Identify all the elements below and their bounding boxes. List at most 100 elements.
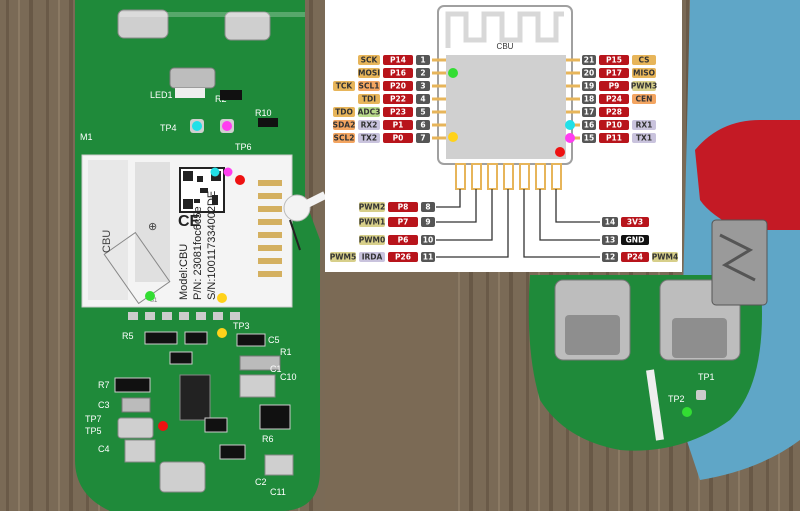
bottom-pin-tabs bbox=[455, 163, 562, 190]
diagram-marker-green bbox=[448, 68, 458, 78]
silk-r10: R10 bbox=[255, 108, 272, 118]
pin-name-box bbox=[383, 94, 413, 104]
diagram-marker-red bbox=[555, 147, 565, 157]
pin-name-box bbox=[383, 107, 413, 117]
pin-number: 20 bbox=[584, 69, 594, 78]
pin-alt-box bbox=[632, 94, 656, 104]
pin-number-box bbox=[416, 55, 430, 65]
pin-alt: SCL2 bbox=[334, 134, 355, 143]
pin-alt: TDO bbox=[335, 108, 353, 117]
pin-number: 4 bbox=[420, 95, 425, 104]
pin-number: 1 bbox=[420, 56, 425, 65]
pin-number: 15 bbox=[584, 134, 594, 143]
pin-number: 18 bbox=[584, 95, 594, 104]
pin-number-box bbox=[582, 55, 596, 65]
pin-alt: MOSI bbox=[358, 69, 380, 78]
pin-name: P8 bbox=[398, 203, 409, 212]
pin-number-box bbox=[421, 217, 435, 227]
pin-alt: PWM4 bbox=[652, 253, 678, 262]
marker-red bbox=[235, 175, 245, 185]
resistor-r2 bbox=[220, 90, 242, 100]
diagram-title: CBU bbox=[497, 42, 514, 51]
pin-alt: PWM2 bbox=[359, 203, 385, 212]
pin-name-box bbox=[383, 55, 413, 65]
pin-alt: PWM5 bbox=[330, 253, 356, 262]
pin-alt: ADC3 bbox=[358, 108, 381, 117]
marker-cyan bbox=[210, 167, 220, 177]
pin-number: 9 bbox=[425, 218, 430, 227]
silk-r6: R6 bbox=[262, 434, 274, 444]
pin-number-box bbox=[416, 81, 430, 91]
pin-name-box bbox=[383, 120, 413, 130]
pin-name: P23 bbox=[390, 108, 406, 117]
pin-number: 19 bbox=[584, 82, 594, 91]
pin-number-box bbox=[602, 235, 618, 245]
module-label-sn: S/N:100117334002DE bbox=[206, 191, 218, 300]
pin-number: 7 bbox=[420, 134, 425, 143]
silk-c5: C5 bbox=[268, 335, 280, 345]
pin-name-box bbox=[599, 133, 629, 143]
silk-r1: R1 bbox=[280, 347, 292, 357]
pin-number: 14 bbox=[605, 218, 615, 227]
pin-alt-box bbox=[358, 107, 380, 117]
pin-alt-box bbox=[333, 81, 355, 91]
pin-name: P14 bbox=[390, 56, 406, 65]
silk-tp4: TP4 bbox=[160, 123, 177, 133]
pin-number: 6 bbox=[420, 121, 425, 130]
pin-alt-box bbox=[358, 120, 380, 130]
silk-c3: C3 bbox=[98, 400, 110, 410]
pin-alt: TX1 bbox=[636, 134, 652, 143]
pin-number: 2 bbox=[420, 69, 425, 78]
pin-name-box bbox=[621, 252, 649, 262]
pin-number: 5 bbox=[420, 108, 425, 117]
pin-number: 13 bbox=[605, 236, 615, 245]
pin-name: P9 bbox=[609, 82, 620, 91]
solder-pad bbox=[117, 9, 169, 39]
pin-number-box bbox=[416, 120, 430, 130]
silk-tp6: TP6 bbox=[235, 142, 252, 152]
silk-tp7: TP7 bbox=[85, 414, 102, 424]
pin-name: GND bbox=[626, 236, 645, 245]
pin-alt: SDA2 bbox=[333, 121, 356, 130]
antenna-trace bbox=[103, 231, 171, 305]
pin-name-box bbox=[621, 217, 649, 227]
pin-number-box bbox=[602, 252, 618, 262]
pin-alt-box bbox=[632, 55, 656, 65]
alligator-clip bbox=[695, 120, 800, 230]
pin-name-box bbox=[599, 94, 629, 104]
pin-name-box bbox=[599, 55, 629, 65]
diagram-marker-yellow bbox=[448, 132, 458, 142]
silk-r5: R5 bbox=[122, 331, 134, 341]
pin-alt: TCK bbox=[336, 82, 354, 91]
silk-c11: C11 bbox=[270, 487, 286, 497]
pin-alt-box bbox=[333, 133, 355, 143]
pin-number-box bbox=[582, 120, 596, 130]
silk-r7: R7 bbox=[98, 380, 110, 390]
pin-name-box bbox=[388, 202, 418, 212]
silk-led1: LED1 bbox=[150, 90, 173, 100]
clip-jaw bbox=[711, 219, 768, 306]
pinout-diagram: CBU bbox=[325, 0, 682, 272]
pin-alt-box bbox=[359, 235, 385, 245]
pin-alt: SCL1 bbox=[359, 82, 380, 91]
pin-alt-box bbox=[333, 107, 355, 117]
pin-alt: MISO bbox=[633, 69, 655, 78]
pin-name: P1 bbox=[393, 121, 404, 130]
pin-alt-box bbox=[632, 133, 656, 143]
pin-alt: CEN bbox=[636, 95, 653, 104]
silk-tp5: TP5 bbox=[85, 426, 102, 436]
pin-number: 16 bbox=[584, 121, 594, 130]
marker-yellow bbox=[217, 293, 227, 303]
pin-alt-box bbox=[358, 94, 380, 104]
pin-alt-box bbox=[358, 81, 380, 91]
marker-red-tp7 bbox=[158, 421, 168, 431]
pin-name-box bbox=[383, 68, 413, 78]
pin-alt: PWM1 bbox=[359, 218, 385, 227]
solder-pad bbox=[169, 67, 216, 89]
pin-name: P28 bbox=[606, 108, 622, 117]
pin-name: P6 bbox=[398, 236, 409, 245]
ce-mark: CE bbox=[178, 213, 201, 230]
resistor-r10 bbox=[258, 118, 278, 127]
